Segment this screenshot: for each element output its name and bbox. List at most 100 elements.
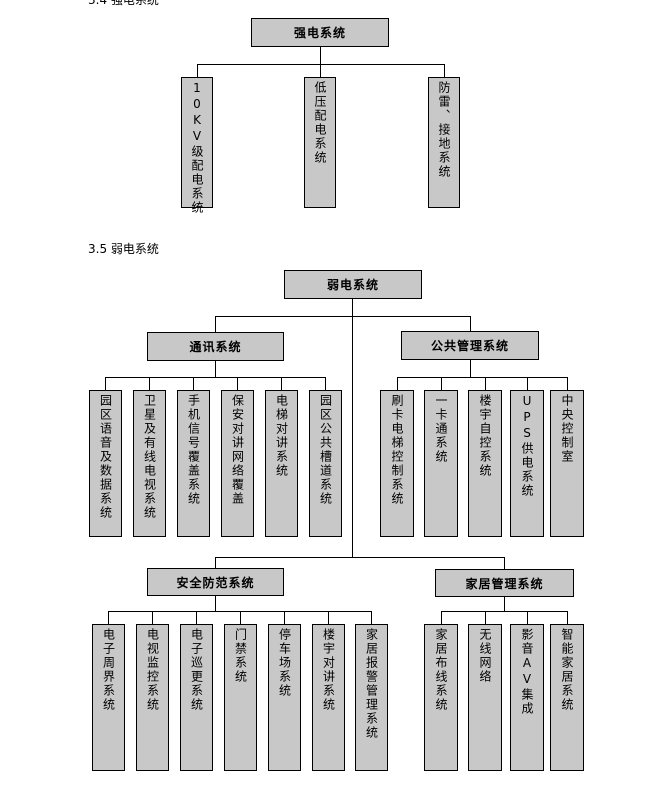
security-child-node: 门禁系统 <box>224 624 257 771</box>
connector <box>240 611 241 624</box>
node-label: 卫星及有线电视系统 <box>142 394 157 520</box>
security-child-node: 楼宇对讲系统 <box>312 624 345 771</box>
strong-child-node: 低压配电系统 <box>304 77 336 208</box>
security-child-node: 电子巡更系统 <box>180 624 213 771</box>
node-label: 停车场系统 <box>277 628 292 698</box>
connector <box>215 361 216 377</box>
connector <box>325 377 326 390</box>
comm-child-node: 卫星及有线电视系统 <box>133 390 166 537</box>
node-label: 中央控制室 <box>560 394 574 464</box>
connector <box>328 611 329 624</box>
comm-child-node: 保安对讲网络覆盖 <box>221 390 254 537</box>
comm-group-node: 通讯系统 <box>147 332 284 361</box>
connector <box>108 611 371 612</box>
strong-child-node: 10KV级配电系统 <box>181 77 213 215</box>
home-child-node: 影音AV集成 <box>510 624 544 771</box>
connector <box>527 611 528 624</box>
connector <box>470 316 471 331</box>
node-label: 电梯对讲系统 <box>274 394 289 478</box>
comm-child-node: 手机信号覆盖系统 <box>177 390 210 537</box>
connector <box>284 611 285 624</box>
connector <box>281 377 282 390</box>
connector <box>149 377 150 390</box>
connector <box>193 377 194 390</box>
home-group-node: 家居管理系统 <box>435 569 574 597</box>
connector <box>470 360 471 377</box>
node-label: 家居报警管理系统 <box>364 628 379 740</box>
connector <box>105 377 106 390</box>
connector <box>215 557 216 568</box>
connector <box>485 377 486 390</box>
connector <box>397 377 568 378</box>
node-label: 手机信号覆盖系统 <box>186 394 201 506</box>
public-child-node: UPS供电系统 <box>510 390 544 537</box>
strong-child-node: 防雷、接地系统 <box>428 77 460 208</box>
connector <box>504 597 505 611</box>
node-label: 电子周界系统 <box>101 628 116 712</box>
node-label: 电视监控系统 <box>145 628 160 712</box>
connector <box>567 611 568 624</box>
security-group-node: 安全防范系统 <box>147 568 284 596</box>
node-label: 10KV级配电系统 <box>190 81 204 215</box>
security-child-node: 停车场系统 <box>268 624 301 771</box>
public-child-node: 中央控制室 <box>550 390 584 537</box>
connector <box>441 377 442 390</box>
node-label: 园区语音及数据系统 <box>98 394 113 520</box>
home-child-node: 智能家居系统 <box>550 624 584 771</box>
comm-child-node: 园区语音及数据系统 <box>89 390 122 537</box>
node-label: 保安对讲网络覆盖 <box>230 394 245 506</box>
connector <box>152 611 153 624</box>
node-label: 无线网络 <box>478 628 492 684</box>
connector <box>504 557 505 569</box>
connector <box>397 377 398 390</box>
connector <box>441 611 442 624</box>
connector <box>108 611 109 624</box>
weak-root-node: 弱电系统 <box>284 270 422 299</box>
node-label: 低压配电系统 <box>313 81 327 165</box>
connector <box>215 316 216 332</box>
security-child-node: 电视监控系统 <box>136 624 169 771</box>
node-label: 楼宇对讲系统 <box>321 628 336 712</box>
node-label: 门禁系统 <box>233 628 248 684</box>
connector <box>371 611 372 624</box>
strong-section-heading: 3.4 强电系统 <box>88 0 159 7</box>
connector <box>444 64 445 77</box>
security-child-node: 家居报警管理系统 <box>355 624 388 771</box>
public-child-node: 楼宇自控系统 <box>468 390 502 537</box>
connector <box>527 377 528 390</box>
node-label: 园区公共槽道系统 <box>318 394 333 506</box>
connector <box>215 557 505 558</box>
connector <box>567 377 568 390</box>
node-label: 电子巡更系统 <box>189 628 204 712</box>
node-label: 防雷、接地系统 <box>437 81 451 179</box>
connector <box>197 64 198 77</box>
connector <box>320 47 321 64</box>
node-label: 影音AV集成 <box>520 628 534 716</box>
connector <box>196 611 197 624</box>
connector <box>105 377 326 378</box>
connector <box>197 64 445 65</box>
comm-child-node: 电梯对讲系统 <box>265 390 298 537</box>
public-child-node: 刷卡电梯控制系统 <box>380 390 414 537</box>
strong-root-node: 强电系统 <box>251 18 389 47</box>
node-label: 一卡通系统 <box>434 394 448 464</box>
connector <box>485 611 486 624</box>
connector <box>215 316 471 317</box>
node-label: UPS供电系统 <box>520 394 534 498</box>
connector <box>215 596 216 611</box>
home-child-node: 无线网络 <box>468 624 502 771</box>
connector <box>441 611 567 612</box>
weak-section-heading: 3.5 弱电系统 <box>88 242 159 256</box>
comm-child-node: 园区公共槽道系统 <box>309 390 342 537</box>
connector <box>237 377 238 390</box>
security-child-node: 电子周界系统 <box>92 624 125 771</box>
public-child-node: 一卡通系统 <box>424 390 458 537</box>
node-label: 智能家居系统 <box>560 628 574 712</box>
public-group-node: 公共管理系统 <box>401 331 539 360</box>
node-label: 家居布线系统 <box>434 628 448 712</box>
node-label: 刷卡电梯控制系统 <box>390 394 404 506</box>
node-label: 楼宇自控系统 <box>478 394 492 478</box>
connector <box>352 299 353 557</box>
connector <box>320 64 321 77</box>
home-child-node: 家居布线系统 <box>424 624 458 771</box>
